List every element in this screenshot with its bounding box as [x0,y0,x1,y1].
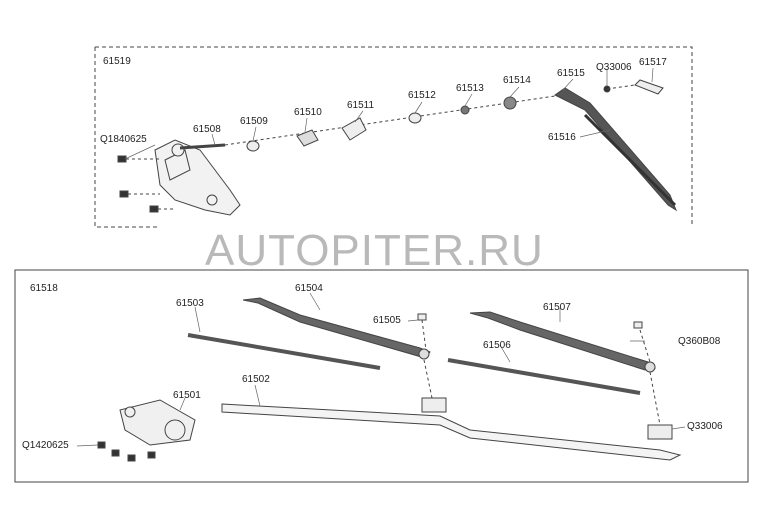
wiper-blade-right [447,358,641,395]
part-61517 [634,79,664,95]
wiper-blade-left [187,333,381,370]
part-61514 [503,96,517,110]
part-label[interactable]: 61514 [503,75,531,86]
part-label[interactable]: 61515 [557,68,585,79]
wiper-arm-left [242,297,431,359]
part-label[interactable]: 61512 [408,90,436,101]
part-label[interactable]: 61505 [373,315,401,326]
wiper-linkage [221,403,682,461]
rear-wiper-blade [583,113,677,207]
part-label[interactable]: 61502 [242,374,270,385]
part-label[interactable]: 61513 [456,83,484,94]
bottom-group-frame [14,269,749,483]
part-label[interactable]: 61503 [176,298,204,309]
part-61511 [341,117,367,141]
part-61505 [417,313,427,321]
part-label[interactable]: 61510 [294,107,322,118]
part-label[interactable]: Q33006 [596,62,632,73]
bolts-bottom [97,441,156,462]
part-label[interactable]: 61501 [173,390,201,401]
part-label[interactable]: 61511 [347,100,375,111]
wiper-motor-rear [154,139,241,216]
part-label[interactable]: 61504 [295,283,323,294]
part-61509 [246,140,260,152]
part-label[interactable]: Q1840625 [100,134,147,145]
part-label[interactable]: 61516 [548,132,576,143]
part-label[interactable]: Q33006 [687,421,723,432]
part-label[interactable]: 61507 [543,302,571,313]
part-label[interactable]: Q1420625 [22,440,69,451]
watermark: AUTOPITER.RU [205,226,544,275]
top-group-frame [94,46,693,228]
bolts-top [117,155,159,213]
wiper-motor-front [119,399,196,446]
rear-wiper-arm [554,87,678,212]
part-61513 [460,105,470,115]
part-61510 [296,129,319,147]
group-label-61519: 61519 [103,56,131,67]
pivots [421,397,673,440]
part-label[interactable]: Q360B08 [678,336,721,347]
part-label[interactable]: 61509 [240,116,268,127]
group-label-61518: 61518 [30,283,58,294]
part-61512 [408,112,422,124]
part-label[interactable]: 61508 [193,124,221,135]
part-label[interactable]: 61517 [639,57,667,68]
part-label[interactable]: 61506 [483,340,511,351]
